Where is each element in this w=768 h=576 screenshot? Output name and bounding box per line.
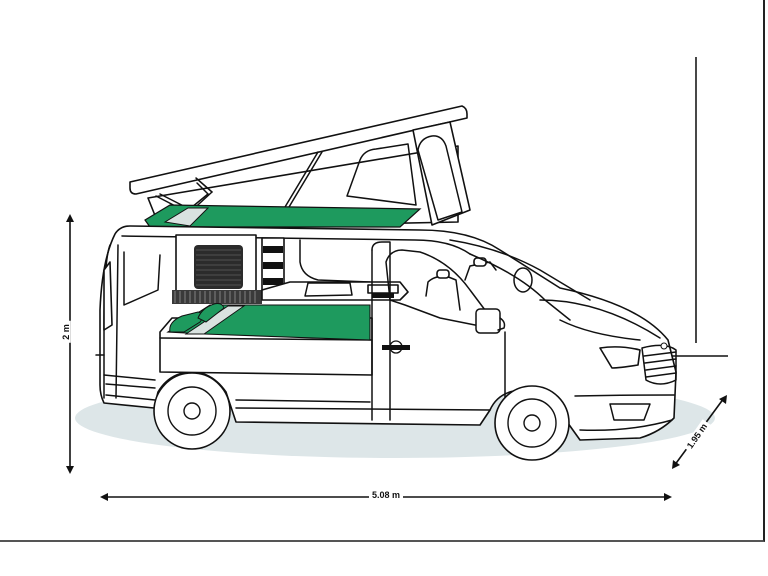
- storage-cabinet-louvred: [194, 245, 243, 289]
- height-dimension-label: 2 m: [60, 321, 71, 343]
- front-wheel: [494, 385, 570, 461]
- pop-top-roof: [129, 105, 471, 229]
- grille: [641, 342, 677, 385]
- wing-mirror: [475, 308, 501, 334]
- door-handle: [382, 345, 410, 350]
- pillow-2: [197, 303, 225, 323]
- headlight: [599, 346, 641, 369]
- height-dimension-line: [66, 214, 74, 474]
- image-frame: [0, 0, 765, 542]
- pillow-1: [169, 311, 204, 333]
- length-dimension-label: 5.08 m: [369, 490, 404, 500]
- rear-wheel: [153, 372, 231, 450]
